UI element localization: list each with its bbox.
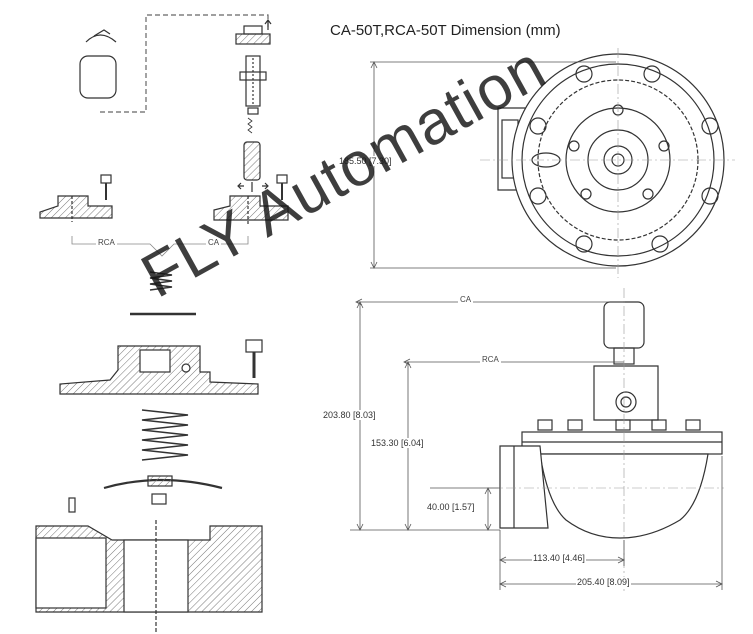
drawing-title: CA-50T,RCA-50T Dimension (mm)	[330, 22, 561, 39]
exploded-view	[35, 14, 289, 634]
valve-body-section	[35, 520, 263, 634]
label-rca-right: RCA	[480, 355, 501, 364]
main-diaphragm	[103, 475, 223, 505]
dim-top-height: 185.50 [7.30]	[338, 156, 393, 166]
cover-bolt	[245, 339, 263, 378]
rca-base	[39, 195, 113, 222]
side-view	[488, 288, 724, 594]
valve-cover	[59, 345, 259, 395]
dim-total-height: 203.80 [8.03]	[322, 410, 377, 420]
top-view	[480, 48, 735, 278]
flange-bolts	[529, 65, 719, 253]
armature-tube	[239, 55, 267, 134]
plunger	[237, 141, 269, 192]
dim-port-height: 40.00 [1.57]	[426, 502, 476, 512]
dim-half-width: 113.40 [4.46]	[532, 553, 586, 563]
label-ca-left: CA	[206, 238, 222, 247]
pilot-coil	[79, 29, 117, 99]
dim-rca-height: 153.30 [6.04]	[370, 438, 425, 448]
small-spring	[149, 271, 173, 291]
label-ca-right: CA	[458, 295, 474, 304]
small-screws	[100, 174, 288, 200]
label-rca-left: RCA	[96, 238, 117, 247]
pilot-top-fitting	[235, 19, 272, 45]
main-spring	[141, 409, 189, 461]
ca-base	[213, 195, 289, 224]
dim-total-width: 205.40 [8.09]	[576, 577, 631, 587]
